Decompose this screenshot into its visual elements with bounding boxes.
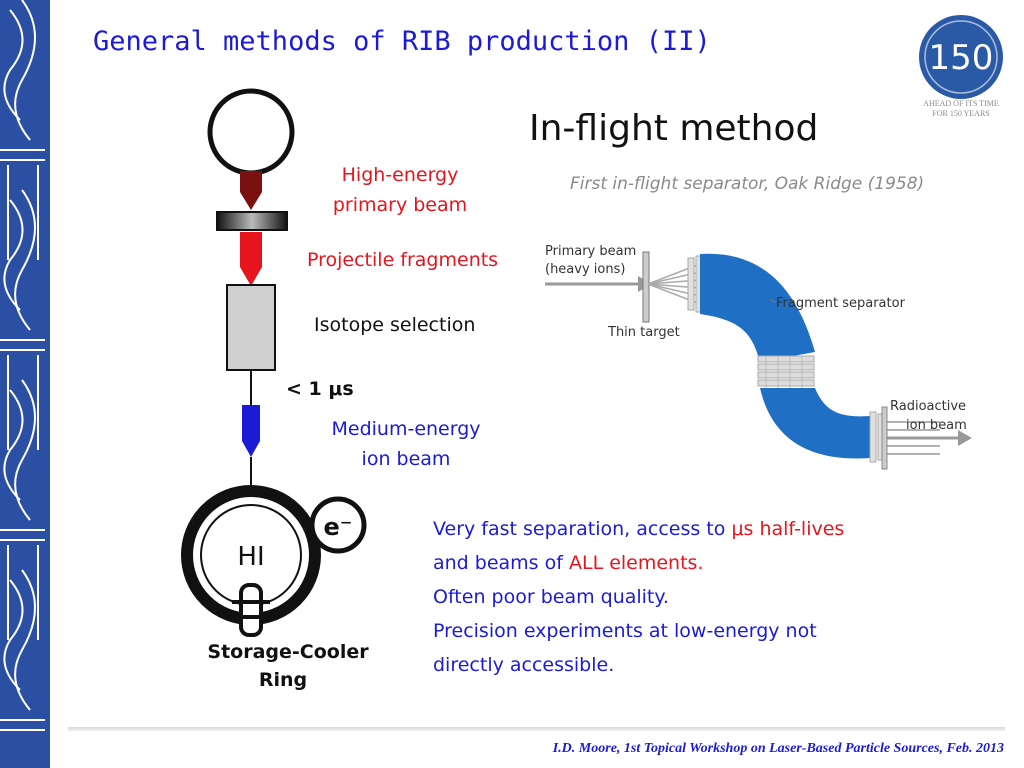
summary-line-2a: and beams of <box>433 552 569 574</box>
projectile-fragments-label: Projectile fragments <box>307 249 499 271</box>
summary-line-1: Very fast separation, access to μs half-… <box>433 512 953 546</box>
electron-cooler <box>309 496 367 554</box>
summary-line-2c: . <box>697 552 704 574</box>
electron-label: e⁻ <box>324 513 353 541</box>
high-energy-line1: High-energy <box>341 164 459 186</box>
summary-line-4: Precision experiments at low-energy not <box>433 620 817 642</box>
logo-number: 150 <box>929 38 994 78</box>
in-flight-schematic: HI e⁻ Storage-Cooler Ring < 1 μs <box>181 88 369 691</box>
primary-beam-label-2: (heavy ions) <box>545 262 625 277</box>
radioactive-beam-label-1: Radioactive <box>890 399 966 414</box>
summary-text: Very fast separation, access to μs half-… <box>433 512 953 682</box>
summary-line-5: directly accessible. <box>433 654 615 676</box>
ring-injector <box>239 583 263 637</box>
summary-line-3: Often poor beam quality. <box>433 586 669 608</box>
primary-beam-label-1: Primary beam <box>545 244 636 259</box>
medium-energy-label: Medium-energy ion beam <box>320 414 492 474</box>
high-energy-label: High-energy primary beam <box>320 160 480 220</box>
logo-caption-line2: FOR 150 YEARS <box>932 109 990 118</box>
medium-energy-line1: Medium-energy <box>331 418 481 440</box>
summary-line-1b: μs half-lives <box>731 518 845 540</box>
slide-title: General methods of RIB production (II) <box>93 26 711 57</box>
anniversary-logo: 150 <box>918 14 1004 100</box>
isotope-separator-box <box>226 284 276 371</box>
summary-line-2: and beams of ALL elements. <box>433 546 953 580</box>
footer-divider <box>68 727 1005 731</box>
time-label: < 1 μs <box>286 378 354 400</box>
ring-label-line1: Storage-Cooler <box>207 641 369 663</box>
photo-caption: First in-flight separator, Oak Ridge (19… <box>570 174 925 194</box>
production-target <box>216 211 288 231</box>
logo-caption-line1: AHEAD OF ITS TIME <box>923 99 999 108</box>
summary-line-1a: Very fast separation, access to <box>433 518 732 540</box>
logo-caption: AHEAD OF ITS TIME FOR 150 YEARS <box>906 99 1016 119</box>
fragment-separator-diagram: Primary beam (heavy ions) Thin target Fr… <box>545 244 972 470</box>
summary-line-2b: ALL elements <box>568 552 698 574</box>
isotope-selection-label: Isotope selection <box>314 314 476 336</box>
ion-source-ring <box>207 88 295 176</box>
hi-label: HI <box>237 542 264 572</box>
high-energy-line2: primary beam <box>332 194 468 216</box>
footer-citation: I.D. Moore, 1st Topical Workshop on Lase… <box>552 741 1004 756</box>
bend-magnet-1 <box>700 253 815 362</box>
side-decoration-band <box>0 0 50 768</box>
radioactive-beam-label-2: ion beam <box>906 418 967 433</box>
medium-energy-line2: ion beam <box>361 448 451 470</box>
bend-magnet-2 <box>760 388 870 459</box>
thin-target <box>642 251 650 323</box>
primary-beam-arrow <box>240 171 262 210</box>
thin-target-label: Thin target <box>607 325 680 340</box>
fragments-arrow <box>240 232 262 286</box>
fragment-separator-label: Fragment separator <box>776 296 906 311</box>
method-heading: In-flight method <box>529 108 819 149</box>
medium-beam-arrow <box>242 405 260 457</box>
ring-label-line2: Ring <box>259 669 307 691</box>
